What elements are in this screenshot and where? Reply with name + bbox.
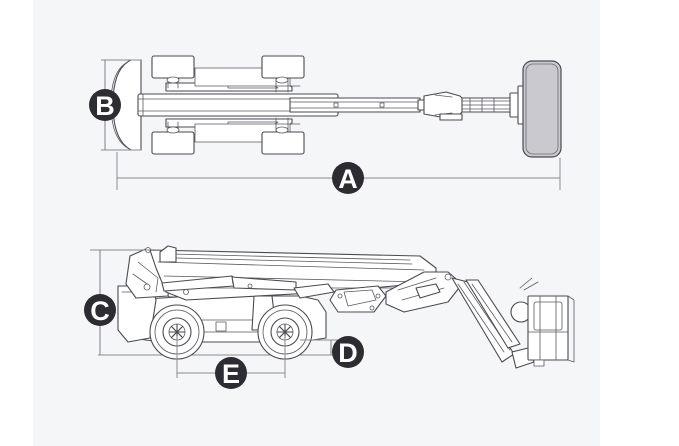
dimension-E-group: E xyxy=(176,336,286,389)
dimension-B-letter: B xyxy=(95,91,115,121)
basket-rail-upper xyxy=(533,301,563,331)
upper-boom-pivot-pin xyxy=(444,273,452,281)
wheel-rear-side xyxy=(257,304,313,360)
boom-marker-2 xyxy=(379,102,385,108)
boom-mid-pin xyxy=(247,283,253,289)
dimension-B-badge xyxy=(89,89,121,121)
work-platform-inner-plan xyxy=(525,63,559,155)
elbow-pin-1 xyxy=(337,293,343,299)
knuckle-plate-mid xyxy=(293,283,335,299)
lift-cylinder-base-pin xyxy=(183,289,189,295)
elbow-pin-2 xyxy=(375,293,381,299)
dimension-B-group: B xyxy=(89,59,141,151)
dimension-E-letter: E xyxy=(222,359,240,389)
dimension-C-group: C xyxy=(84,249,150,355)
top-view-group: B A xyxy=(89,55,562,194)
boom-head-detail xyxy=(159,245,177,263)
axle-assembly-rear xyxy=(275,76,301,134)
dimension-D-badge xyxy=(332,336,364,368)
wheel-front-right-plan xyxy=(151,131,195,155)
dimension-A-badge xyxy=(332,162,364,194)
axle-assembly-front xyxy=(166,76,180,134)
basket-foot xyxy=(533,359,545,367)
boom-elbow-side xyxy=(329,285,387,313)
dimension-A-letter: A xyxy=(338,164,358,194)
wheel-rear-left-plan xyxy=(261,55,305,79)
upper-boom-bracket xyxy=(415,283,441,299)
knuckle-cylinder-plan xyxy=(439,113,463,121)
boom-marker-1 xyxy=(333,102,339,108)
dimension-D-letter: D xyxy=(338,338,358,368)
dimension-C-letter: C xyxy=(90,296,110,326)
dimension-A-group: A xyxy=(116,152,561,194)
dimension-D-group: D xyxy=(300,336,364,368)
wheel-rear-right-plan xyxy=(261,131,305,155)
chassis-access-panel xyxy=(215,321,227,332)
side-view-group: C D E xyxy=(84,245,575,389)
elbow-pin-3 xyxy=(369,305,375,311)
boom-base-section-plan xyxy=(289,97,421,113)
wheel-front-left-plan xyxy=(151,55,195,79)
riser-pivot-pin xyxy=(143,283,151,291)
work-platform-plan xyxy=(522,60,562,158)
dimension-C-badge xyxy=(84,294,116,326)
dimension-E-badge xyxy=(215,357,247,389)
